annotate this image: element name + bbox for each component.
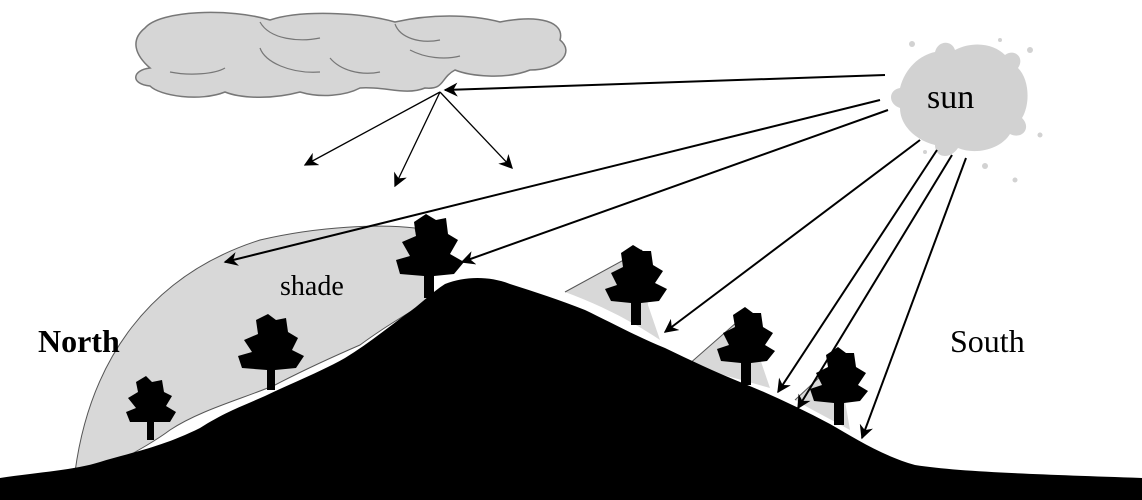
ray-to-south-slope-4 — [862, 158, 966, 438]
diffuse-rays — [305, 92, 512, 186]
cloud-group — [136, 12, 566, 97]
sun-label: sun — [927, 79, 974, 116]
south-label: South — [950, 323, 1025, 359]
north-label: North — [38, 323, 120, 359]
diffuse-ray-middle — [395, 92, 440, 186]
diffuse-ray-right — [440, 92, 512, 168]
ray-to-hilltop-tree — [462, 110, 888, 262]
ray-to-south-slope-3 — [798, 155, 952, 408]
ray-to-south-slope-1 — [665, 140, 920, 332]
diffuse-ray-left — [305, 92, 440, 165]
sun-group: sun — [891, 38, 1043, 183]
ray-to-north-slope — [225, 100, 880, 262]
shade-label: shade — [280, 271, 344, 302]
ray-to-cloud — [445, 75, 885, 90]
cloud-icon — [136, 12, 566, 97]
